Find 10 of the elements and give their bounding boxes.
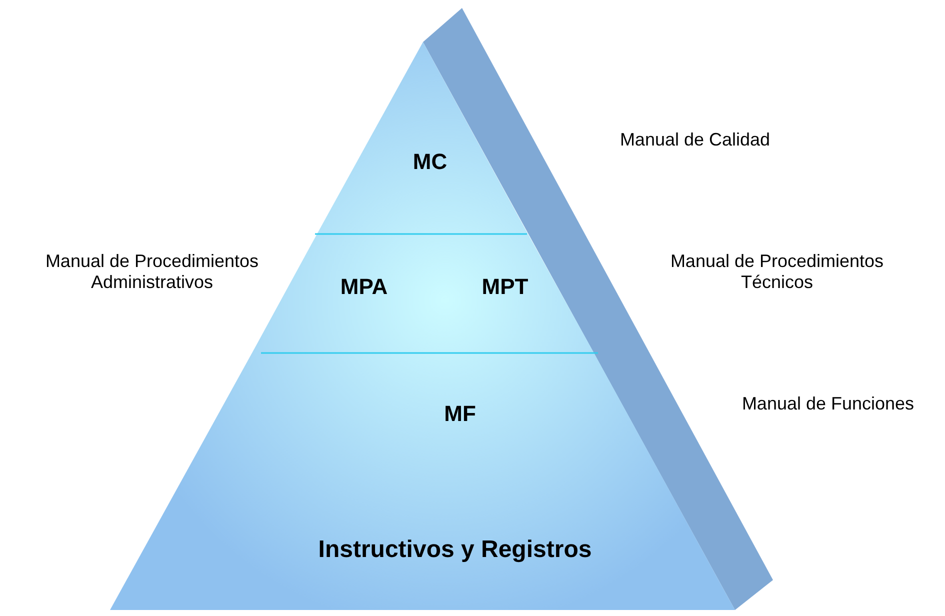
side-label: Manual de Procedimientos Técnicos <box>669 251 885 293</box>
tier-label: MPT <box>482 274 528 300</box>
side-label: Manual de Funciones <box>740 394 916 414</box>
tier-label: Instructivos y Registros <box>318 536 592 564</box>
tier-label: MPA <box>340 274 388 300</box>
side-label: Manual de Calidad <box>618 130 772 150</box>
tier-label: MF <box>444 401 476 427</box>
pyramid-tier <box>317 42 528 234</box>
tier-label: MC <box>412 149 448 175</box>
side-label: Manual de Procedimientos Administrativos <box>44 251 260 293</box>
